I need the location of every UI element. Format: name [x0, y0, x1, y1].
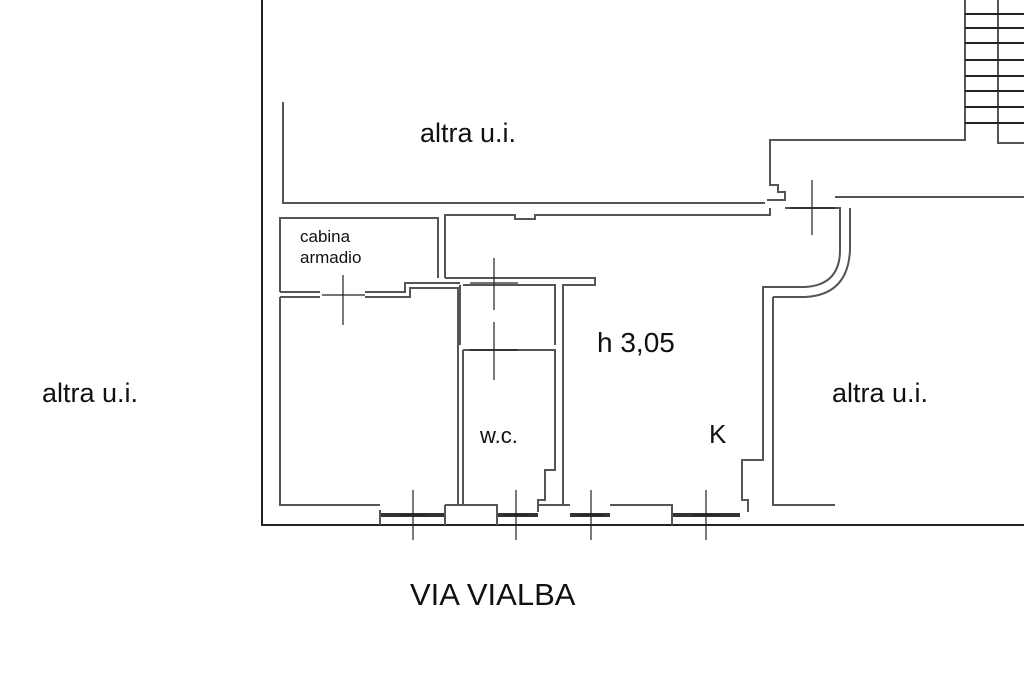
label-closet-line2: armadio — [300, 248, 361, 267]
label-ceiling-height: h 3,05 — [597, 327, 675, 358]
windows — [379, 504, 740, 525]
label-other-unit-top: altra u.i. — [420, 118, 516, 148]
closet-walls — [279, 217, 460, 293]
corridor-walls — [444, 207, 851, 512]
label-street: VIA VIALBA — [410, 577, 576, 612]
bedroom-walls — [279, 287, 459, 506]
outer-walls — [261, 0, 1024, 526]
staircase — [965, 13, 1024, 124]
label-closet-line1: cabina — [300, 227, 351, 246]
label-other-unit-left: altra u.i. — [42, 378, 138, 408]
door-swing-marks — [322, 180, 835, 540]
label-other-unit-right: altra u.i. — [832, 378, 928, 408]
label-kitchen: K — [709, 419, 727, 449]
label-wc: w.c. — [479, 423, 518, 448]
wc-walls — [445, 277, 596, 512]
